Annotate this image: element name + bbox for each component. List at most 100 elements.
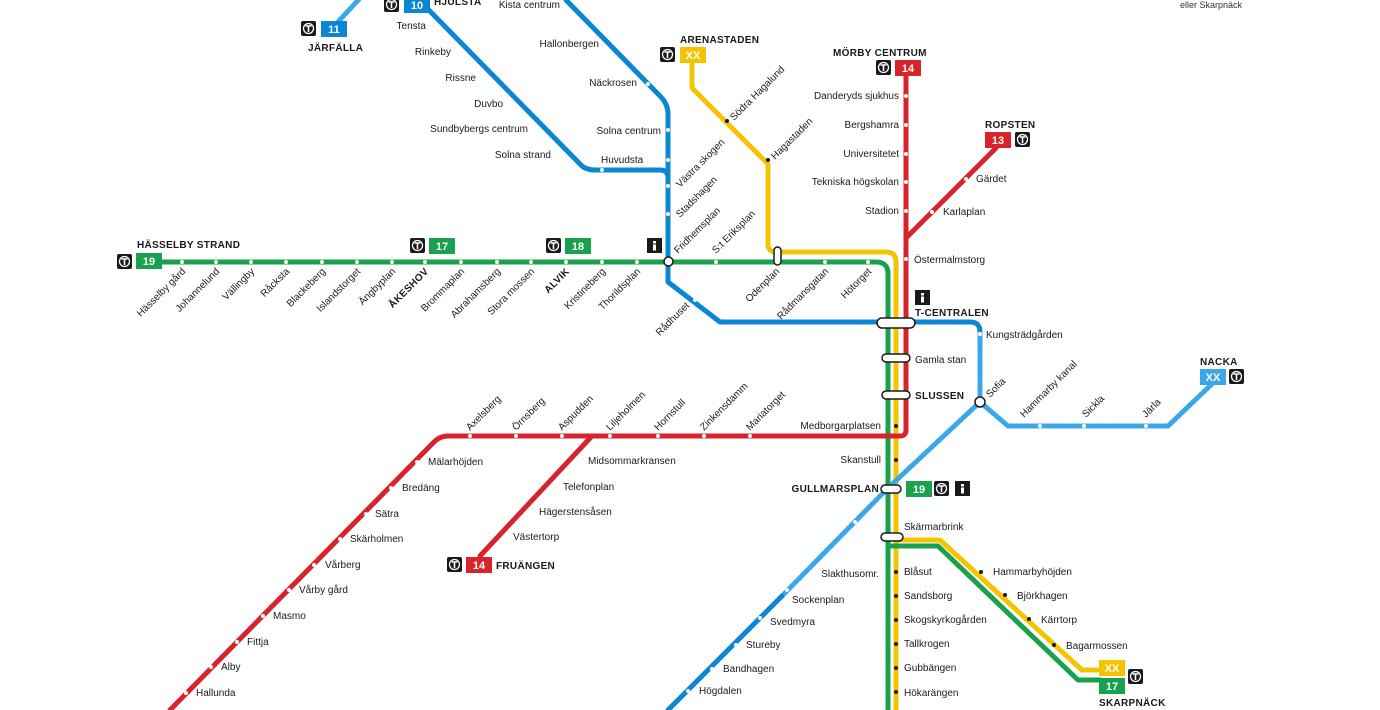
terminal-hjulsta[interactable]: HJULSTA: [434, 0, 481, 8]
station-label[interactable]: Axelsberg: [464, 394, 503, 433]
station-label[interactable]: Alby: [221, 662, 240, 673]
station-label[interactable]: Hammarbyhöjden: [993, 567, 1072, 578]
station-label[interactable]: Tekniska högskolan: [812, 177, 899, 188]
station-label[interactable]: Björkhagen: [1017, 591, 1068, 602]
interchange-slussen[interactable]: [881, 390, 911, 400]
station-label[interactable]: Högdalen: [699, 686, 742, 697]
station-label[interactable]: Hagastaden: [769, 116, 815, 162]
station-label[interactable]: Mälarhöjden: [428, 457, 483, 468]
terminal-skarpnack[interactable]: SKARPNÄCK: [1099, 696, 1166, 709]
station-label[interactable]: Rissne: [445, 73, 476, 84]
station-label[interactable]: Hallunda: [196, 688, 236, 699]
line-badge[interactable]: [1200, 369, 1226, 385]
station-label[interactable]: Karlaplan: [943, 207, 985, 218]
line-badge[interactable]: [404, 0, 430, 13]
station-label[interactable]: Solna strand: [495, 150, 551, 161]
station-label[interactable]: Skogskyrkogården: [904, 614, 987, 626]
station-label[interactable]: Bergshamra: [845, 120, 900, 131]
station-label[interactable]: Universitetet: [843, 149, 899, 160]
terminal-hasselby[interactable]: HÄSSELBY STRAND: [137, 238, 240, 251]
line-badge[interactable]: [985, 132, 1011, 148]
station-label[interactable]: Vällingby: [221, 266, 257, 302]
station-label[interactable]: Skanstull: [840, 455, 881, 466]
terminal-tcentralen[interactable]: T-CENTRALEN: [915, 308, 989, 319]
station-label[interactable]: Medborgarplatsen: [800, 421, 881, 432]
line-badge[interactable]: [1099, 660, 1125, 676]
station-label[interactable]: Järla: [1140, 397, 1163, 420]
station-label[interactable]: Skärholmen: [350, 534, 403, 545]
station-label[interactable]: Slakthusomr.: [821, 569, 879, 580]
line-badge[interactable]: [895, 60, 921, 76]
station-label[interactable]: Vårby gård: [299, 584, 348, 596]
station-label[interactable]: Bagarmossen: [1066, 641, 1128, 652]
station-label[interactable]: Råcksta: [258, 265, 292, 299]
line-badge[interactable]: [906, 481, 932, 497]
station-label[interactable]: Gamla stan: [915, 355, 966, 366]
line-badge[interactable]: [321, 21, 347, 37]
station-label[interactable]: Odenplan: [744, 266, 782, 304]
station-label[interactable]: Tensta: [397, 21, 427, 32]
station-label[interactable]: Sundbybergs centrum: [430, 124, 528, 135]
terminal-slussen[interactable]: SLUSSEN: [915, 391, 964, 402]
interchange-skarmarbrink[interactable]: [880, 532, 904, 542]
interchange-gullmarsplan[interactable]: [880, 484, 902, 494]
station-label[interactable]: Liljeholmen: [604, 390, 648, 434]
station-label[interactable]: Aspudden: [556, 393, 596, 433]
terminal-arenastaden[interactable]: ARENASTADEN: [680, 35, 759, 46]
station-label[interactable]: Telefonplan: [563, 482, 614, 493]
station-label[interactable]: Vårberg: [325, 559, 361, 571]
station-label[interactable]: Rådmansgatan: [775, 266, 831, 322]
station-label[interactable]: Bandhagen: [723, 664, 774, 675]
station-label[interactable]: Örnsberg: [510, 395, 548, 433]
station-label[interactable]: Huvudsta: [601, 155, 644, 166]
station-label[interactable]: Hägerstensåsen: [539, 506, 612, 518]
interchange-odenplan[interactable]: [773, 246, 782, 266]
station-label[interactable]: Hornstull: [652, 397, 688, 433]
station-label[interactable]: Kungsträdgården: [986, 329, 1063, 341]
station-label[interactable]: Sickla: [1080, 393, 1107, 420]
station-label[interactable]: Masmo: [273, 611, 306, 622]
station-label[interactable]: Skärmarbrink: [904, 522, 964, 533]
station-label[interactable]: Västertorp: [513, 532, 560, 543]
station-label[interactable]: Kista centrum: [499, 0, 560, 11]
interchange-fridhemsplan[interactable]: [663, 256, 674, 267]
station-label[interactable]: Sandsborg: [904, 591, 952, 602]
terminal-nacka[interactable]: NACKA: [1200, 357, 1238, 368]
station-label[interactable]: Sockenplan: [792, 595, 844, 606]
station-label[interactable]: Duvbo: [474, 99, 503, 110]
station-label[interactable]: Zinkensdamm: [698, 381, 750, 433]
interchange-gamla-stan[interactable]: [881, 353, 911, 363]
terminal-gullmarsplan[interactable]: GULLMARSPLAN: [792, 484, 879, 495]
station-label[interactable]: Hötorget: [839, 266, 874, 301]
station-label[interactable]: Rinkeby: [415, 47, 451, 58]
line-badge[interactable]: [680, 47, 706, 63]
station-label[interactable]: Rådhuset: [653, 299, 692, 338]
station-label[interactable]: Näckrosen: [589, 78, 637, 89]
interchange-sofia[interactable]: [974, 396, 986, 408]
station-label[interactable]: Solna centrum: [597, 126, 661, 137]
station-label[interactable]: Danderyds sjukhus: [814, 91, 899, 102]
station-label[interactable]: Gubbängen: [904, 663, 956, 674]
line-badge[interactable]: [1099, 678, 1125, 694]
terminal-jarfalla[interactable]: JÄRFÄLLA: [308, 41, 363, 54]
station-label[interactable]: Stadion: [865, 206, 899, 217]
line-badge[interactable]: [136, 253, 162, 269]
station-label[interactable]: Svedmyra: [770, 617, 815, 628]
terminal-ropsten[interactable]: ROPSTEN: [985, 120, 1035, 131]
station-label[interactable]: ALVIK: [543, 266, 573, 296]
station-label[interactable]: Mariatorget: [744, 389, 788, 433]
station-label[interactable]: Hallonbergen: [540, 39, 600, 50]
station-label[interactable]: Fittja: [247, 637, 269, 648]
line-badge[interactable]: [466, 557, 492, 573]
station-label[interactable]: Sofia: [984, 376, 1008, 400]
line-badge[interactable]: [565, 238, 591, 254]
station-label[interactable]: Midsommarkransen: [588, 456, 676, 467]
station-label[interactable]: Hökarängen: [904, 688, 958, 699]
station-label[interactable]: Blåsut: [904, 566, 932, 578]
station-label[interactable]: Stureby: [746, 640, 780, 651]
station-label[interactable]: Södra Hagalund: [728, 64, 787, 123]
station-label[interactable]: Östermalmstorg: [914, 254, 985, 266]
station-label[interactable]: Hammarby kanal: [1018, 359, 1079, 420]
station-label[interactable]: Tallkrogen: [904, 639, 950, 650]
terminal-morby[interactable]: MÖRBY CENTRUM: [833, 46, 927, 59]
